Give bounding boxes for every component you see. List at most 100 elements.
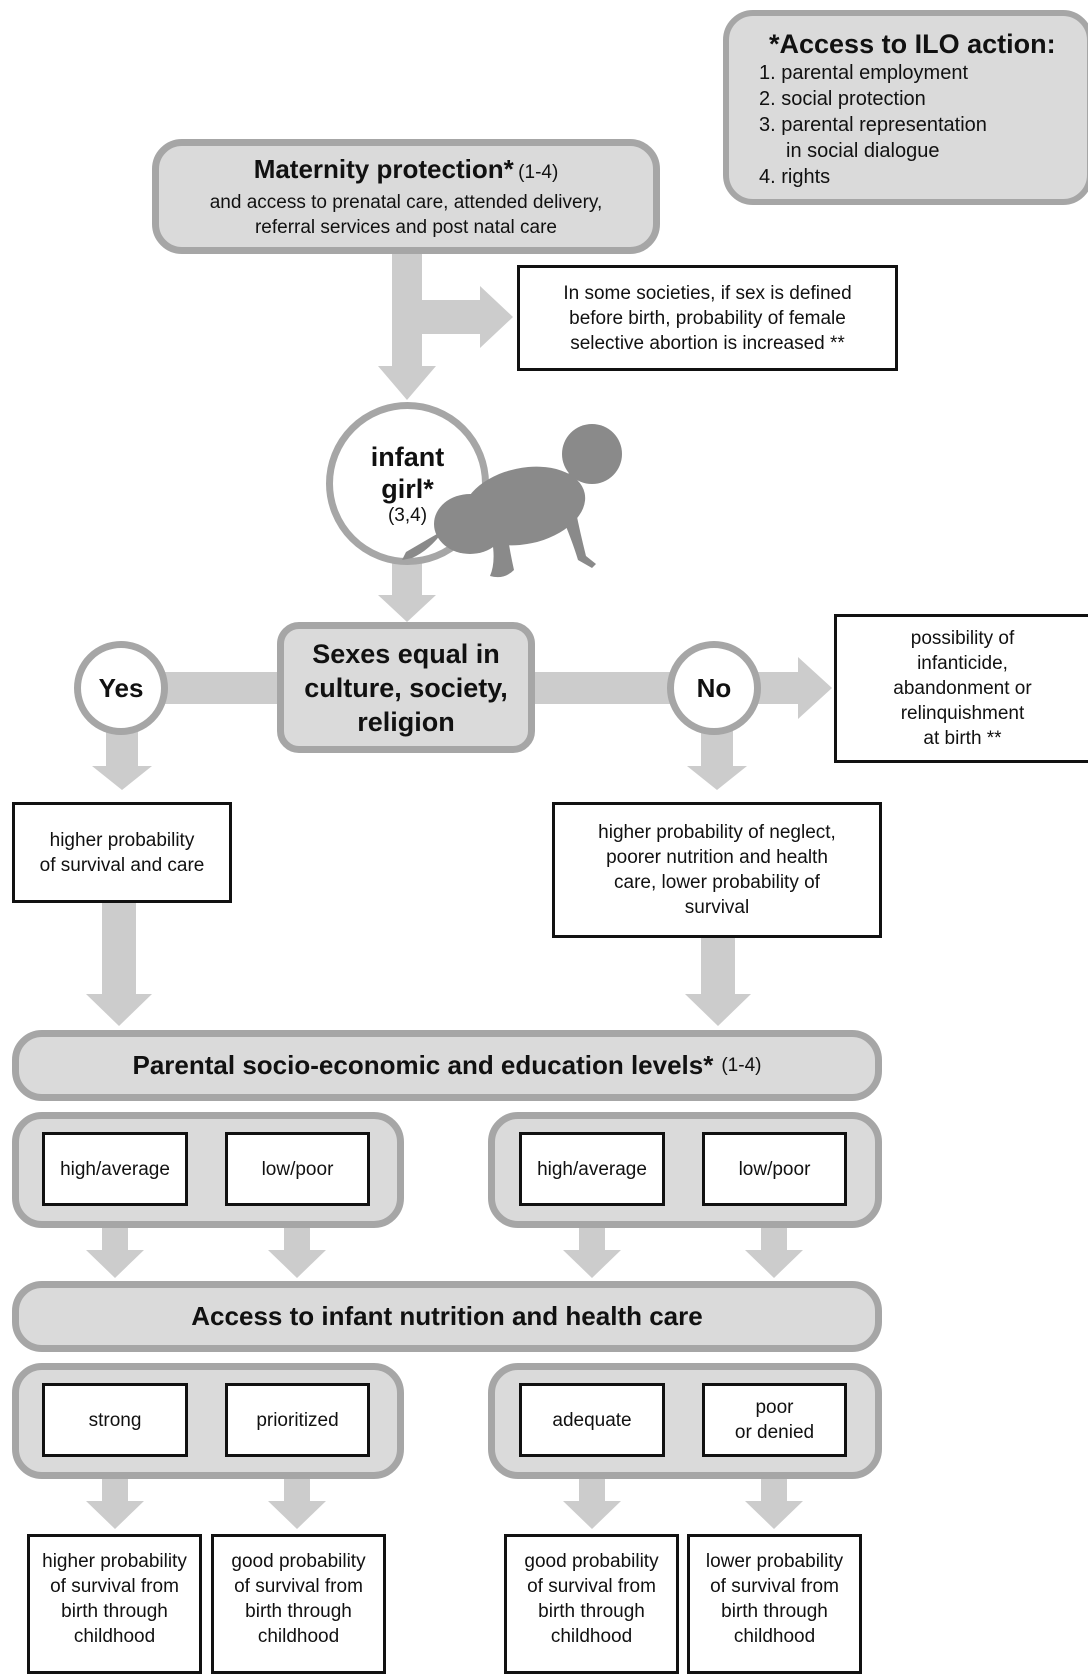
parental-levels-title: Parental socio-economic and education le… [132,1050,714,1080]
arrow-infant-to-sexes [378,555,436,622]
no-label: No [696,672,732,703]
no-outcome-line: survival [684,897,750,918]
outcome-line: birth through [245,1601,352,1622]
level-low-poor: low/poor [225,1132,370,1206]
level-high-average: high/average [519,1132,665,1206]
abortion-note-line: before birth, probability of female [569,307,846,329]
ilo-action-item: 4. rights [759,166,831,188]
access-label: strong [88,1409,142,1431]
arrow-access-3 [563,1477,621,1529]
access-label: adequate [552,1409,632,1431]
arrow-no-outcome-to-levels [685,938,751,1026]
no-outcome-line: higher probability of neglect, [598,822,836,843]
connector-sexes-no [530,672,675,704]
ilo-action-item: in social dialogue [786,140,940,162]
arrow-maternity-to-infant [378,250,436,400]
abortion-note-line: selective abortion is increased ** [570,332,845,354]
access-nutrition-bar: Access to infant nutrition and health ca… [12,1281,882,1352]
infant-label: infant [370,441,445,472]
ilo-action-item: 1. parental employment [759,62,969,84]
outcome-box: good probability of survival from birth … [211,1534,386,1674]
arrow-level-2 [268,1226,326,1278]
access-strong: strong [42,1383,188,1457]
maternity-line: and access to prenatal care, attended de… [209,192,603,213]
outcome-line: childhood [550,1626,633,1647]
ilo-action-item: 2. social protection [759,88,926,110]
no-outcome-box: higher probability of neglect, poorer nu… [552,802,882,938]
outcome-line: birth through [721,1601,828,1622]
maternity-line: referral services and post natal care [254,217,558,238]
arrow-to-infanticide-note [758,657,832,719]
outcome-box: lower probability of survival from birth… [687,1534,862,1674]
outcome-line: lower probability [705,1551,844,1572]
yes-outcome-box: higher probability of survival and care [12,802,232,903]
yes-outcome-line: higher probability [49,829,195,851]
arrow-level-1 [86,1226,144,1278]
abortion-note-box: In some societies, if sex is defined bef… [517,265,898,371]
access-prioritized: prioritized [225,1383,370,1457]
access-adequate: adequate [519,1383,665,1457]
level-label: low/poor [738,1158,811,1180]
ilo-action-item: 3. parental representation [759,114,987,136]
yes-outcome-line: of survival and care [39,854,205,876]
parental-levels-ref: (1-4) [721,1054,762,1076]
level-label: low/poor [261,1158,334,1180]
yes-label: Yes [98,672,144,703]
connector-yes-sexes [160,672,285,704]
outcome-line: birth through [61,1601,168,1622]
infanticide-line: abandonment or [893,678,1032,699]
outcome-line: higher probability [42,1551,187,1572]
parental-levels-bar: Parental socio-economic and education le… [12,1030,882,1101]
sexes-equal-line: religion [357,706,455,737]
yes-circle: Yes [74,641,168,735]
no-circle: No [667,641,761,735]
outcome-line: childhood [733,1626,816,1647]
no-outcome-line: care, lower probability of [614,872,820,893]
infanticide-line: infanticide, [917,653,1008,674]
ilo-action-title: *Access to ILO action: [769,29,1056,59]
sexes-equal-line: Sexes equal in [312,638,500,669]
infant-ref: (3,4) [387,504,428,526]
outcome-line: of survival from [710,1576,839,1597]
arrow-no-down [687,728,747,790]
access-poor-or-denied: poor or denied [702,1383,847,1457]
arrow-access-1 [86,1477,144,1529]
arrow-access-2 [268,1477,326,1529]
access-label: prioritized [256,1409,339,1431]
arrow-yes-outcome-to-levels [86,902,152,1026]
level-low-poor: low/poor [702,1132,847,1206]
arrow-to-abortion-note [422,286,513,348]
maternity-protection-box: Maternity protection* (1-4) and access t… [152,139,660,254]
girl-label: girl* [381,473,434,504]
access-label: poor [755,1397,794,1418]
maternity-title: Maternity protection* [253,154,514,184]
infanticide-line: at birth ** [923,728,1002,749]
sexes-equal-line: culture, society, [304,672,508,703]
outcome-box: good probability of survival from birth … [504,1534,679,1674]
level-label: high/average [537,1158,647,1180]
access-bar-title: Access to infant nutrition and health ca… [191,1301,703,1331]
sexes-equal-box: Sexes equal in culture, society, religio… [277,622,535,753]
no-outcome-line: poorer nutrition and health [606,847,828,868]
abortion-note-line: In some societies, if sex is defined [563,282,852,304]
arrow-level-4 [745,1226,803,1278]
outcome-line: of survival from [527,1576,656,1597]
outcome-box: higher probability of survival from birt… [27,1534,202,1674]
outcome-line: birth through [538,1601,645,1622]
level-high-average: high/average [42,1132,188,1206]
arrow-yes-down [92,728,152,790]
maternity-ref: (1-4) [518,162,559,183]
arrow-access-4 [745,1477,803,1529]
outcome-line: of survival from [50,1576,179,1597]
outcome-line: childhood [257,1626,340,1647]
infanticide-note-box: possibility of infanticide, abandonment … [834,614,1088,763]
arrow-level-3 [563,1226,621,1278]
ilo-action-box: *Access to ILO action: 1. parental emplo… [723,10,1088,205]
infanticide-line: relinquishment [900,703,1025,724]
crawling-baby-icon [402,424,622,578]
level-label: high/average [60,1158,170,1180]
outcome-line: childhood [73,1626,156,1647]
outcome-line: good probability [231,1551,366,1572]
outcome-line: good probability [524,1551,659,1572]
